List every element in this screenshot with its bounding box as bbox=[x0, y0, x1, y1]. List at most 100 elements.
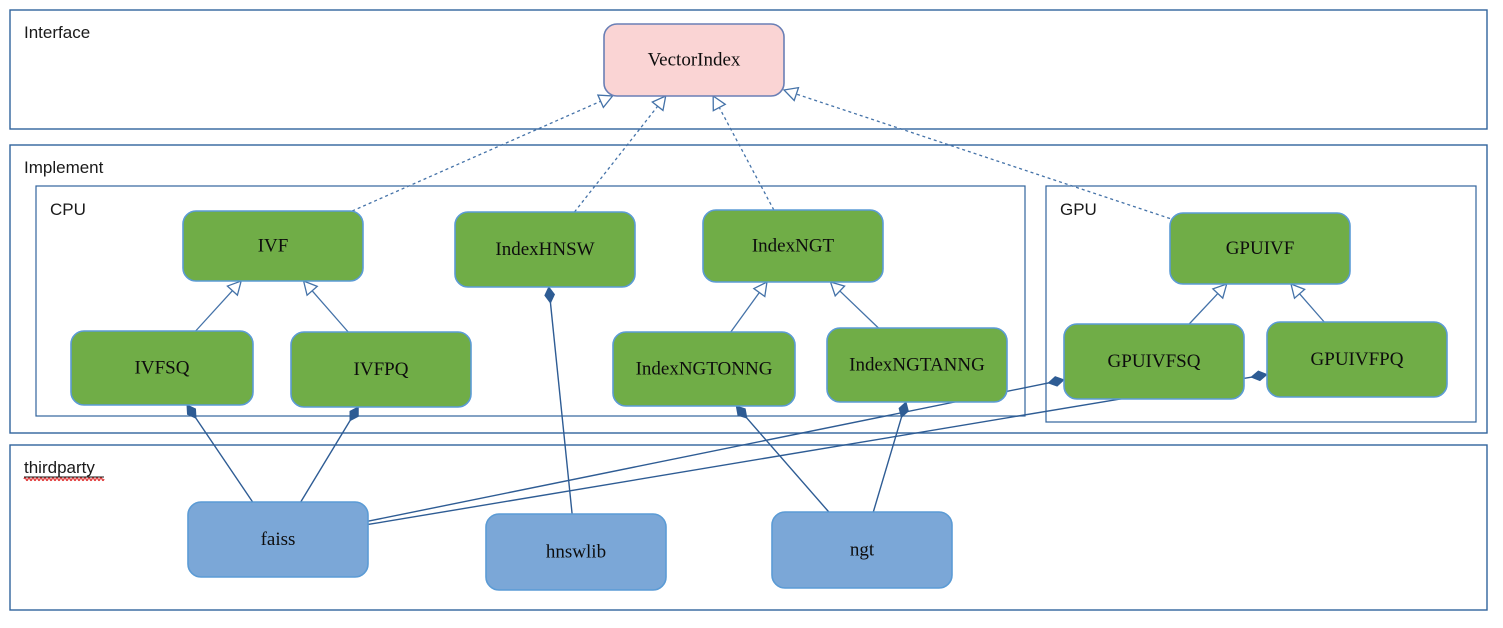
node-box-ivfpq[interactable] bbox=[290, 331, 472, 408]
node-box-gpuivf[interactable] bbox=[1169, 212, 1351, 285]
edge-line bbox=[573, 105, 659, 213]
hollow-triangle-arrowhead-icon bbox=[651, 94, 667, 112]
edge-ivf-to-vectorindex bbox=[351, 94, 614, 212]
node-ivfsq[interactable]: IVFSQ bbox=[70, 330, 254, 406]
edge-ivfsq-to-ivf bbox=[195, 279, 243, 332]
subgroup-frame-gpu bbox=[1045, 185, 1477, 423]
node-indexngtanng[interactable]: IndexNGTANNG bbox=[826, 327, 1008, 403]
node-label-indexngt: IndexNGT bbox=[752, 235, 835, 256]
edge-line bbox=[194, 417, 254, 503]
filled-diamond-arrowhead-icon bbox=[544, 286, 556, 304]
hollow-triangle-arrowhead-icon bbox=[596, 94, 614, 109]
node-faiss[interactable]: faiss bbox=[187, 501, 369, 578]
subgroup-label-gpu: GPU bbox=[1060, 200, 1097, 219]
edge-faiss-to-ivfsq bbox=[186, 404, 254, 503]
filled-diamond-arrowhead-icon bbox=[735, 405, 748, 419]
node-box-ngt[interactable] bbox=[771, 511, 953, 589]
edge-indexngt-to-vectorindex bbox=[712, 94, 775, 211]
edge-gpuivfsq-to-gpuivf bbox=[1188, 282, 1228, 325]
node-box-indexngtonng[interactable] bbox=[612, 331, 796, 407]
edge-ivfpq-to-ivf bbox=[302, 279, 349, 333]
edge-faiss-to-ivfpq bbox=[300, 406, 359, 503]
edge-line bbox=[730, 291, 761, 333]
node-gpuivf[interactable]: GPUIVF bbox=[1169, 212, 1351, 285]
node-box-hnswlib[interactable] bbox=[485, 513, 667, 591]
node-label-hnswlib: hnswlib bbox=[546, 541, 606, 562]
group-label-implement: Implement bbox=[24, 158, 104, 177]
node-box-indexngtanng[interactable] bbox=[826, 327, 1008, 403]
filled-diamond-arrowhead-icon bbox=[1250, 370, 1268, 382]
node-indexngtonng[interactable]: IndexNGTONNG bbox=[612, 331, 796, 407]
edge-line bbox=[300, 419, 351, 503]
node-indexngt[interactable]: IndexNGT bbox=[702, 209, 884, 283]
hollow-triangle-arrowhead-icon bbox=[1211, 282, 1228, 300]
node-label-ivfsq: IVFSQ bbox=[135, 357, 190, 378]
edge-indexhnsw-to-vectorindex bbox=[573, 94, 667, 213]
hollow-triangle-arrowhead-icon bbox=[712, 94, 727, 112]
node-indexhnsw[interactable]: IndexHNSW bbox=[454, 211, 636, 288]
edge-gpuivf-to-vectorindex bbox=[782, 86, 1171, 220]
node-gpuivfsq[interactable]: GPUIVFSQ bbox=[1063, 323, 1245, 400]
subgroup-cpu: CPU bbox=[35, 185, 1026, 417]
node-label-gpuivfsq: GPUIVFSQ bbox=[1108, 351, 1201, 372]
node-label-indexngtanng: IndexNGTANNG bbox=[849, 354, 985, 375]
node-ivfpq[interactable]: IVFPQ bbox=[290, 331, 472, 408]
hollow-triangle-arrowhead-icon bbox=[782, 86, 800, 102]
subgroup-frames-layer: CPU GPU bbox=[35, 185, 1477, 423]
edge-line bbox=[367, 376, 1253, 526]
edge-ngt-to-indexngtonng bbox=[735, 405, 830, 513]
node-label-ivf: IVF bbox=[258, 235, 289, 256]
node-vectorindex[interactable]: VectorIndex bbox=[603, 23, 785, 97]
hollow-triangle-arrowhead-icon bbox=[752, 280, 768, 298]
edge-line bbox=[311, 289, 349, 333]
edge-line bbox=[195, 289, 234, 332]
node-box-ivf[interactable] bbox=[182, 210, 364, 282]
node-box-indexngt[interactable] bbox=[702, 209, 884, 283]
filled-diamond-arrowhead-icon bbox=[898, 401, 909, 419]
filled-diamond-arrowhead-icon bbox=[1047, 376, 1065, 387]
filled-diamond-arrowhead-icon bbox=[186, 404, 197, 420]
hollow-triangle-arrowhead-icon bbox=[1290, 282, 1306, 300]
subgroup-gpu: GPU bbox=[1045, 185, 1477, 423]
subgroup-label-cpu: CPU bbox=[50, 200, 86, 219]
group-label-interface: Interface bbox=[24, 23, 90, 42]
spellcheck-underline-thirdparty bbox=[23, 476, 105, 482]
node-label-indexhnsw: IndexHNSW bbox=[495, 239, 594, 260]
node-box-ivfsq[interactable] bbox=[70, 330, 254, 406]
edge-line bbox=[549, 302, 573, 515]
node-gpuivfpq[interactable]: GPUIVFPQ bbox=[1266, 321, 1448, 398]
edge-line bbox=[718, 106, 775, 211]
node-box-indexhnsw[interactable] bbox=[454, 211, 636, 288]
edge-line bbox=[745, 416, 830, 513]
node-label-gpuivf: GPUIVF bbox=[1226, 238, 1295, 259]
node-label-ivfpq: IVFPQ bbox=[354, 359, 409, 380]
edge-indexngtanng-to-indexngt bbox=[829, 281, 879, 329]
hollow-triangle-arrowhead-icon bbox=[829, 281, 846, 298]
node-ivf[interactable]: IVF bbox=[182, 210, 364, 282]
edge-faiss-to-gpuivfpq bbox=[367, 370, 1268, 526]
edge-indexngtonng-to-indexngt bbox=[730, 280, 768, 333]
node-ngt[interactable]: ngt bbox=[771, 511, 953, 589]
edge-line bbox=[872, 416, 903, 513]
hollow-triangle-arrowhead-icon bbox=[226, 279, 243, 297]
edge-line bbox=[367, 382, 1050, 522]
node-box-gpuivfpq[interactable] bbox=[1266, 321, 1448, 398]
node-label-vectorindex: VectorIndex bbox=[648, 49, 741, 70]
node-box-gpuivfsq[interactable] bbox=[1063, 323, 1245, 400]
edge-faiss-to-gpuivfsq bbox=[367, 376, 1065, 522]
edge-line bbox=[1298, 292, 1325, 323]
edge-line bbox=[1188, 292, 1219, 325]
node-label-gpuivfpq: GPUIVFPQ bbox=[1311, 349, 1404, 370]
edge-line bbox=[838, 290, 879, 329]
node-label-indexngtonng: IndexNGTONNG bbox=[636, 358, 773, 379]
edges-layer bbox=[186, 86, 1325, 526]
node-hnswlib[interactable]: hnswlib bbox=[485, 513, 667, 591]
group-label-thirdparty: thirdparty bbox=[24, 458, 95, 477]
node-label-faiss: faiss bbox=[261, 529, 296, 550]
edge-hnswlib-to-indexhnsw bbox=[544, 286, 573, 515]
node-box-vectorindex[interactable] bbox=[603, 23, 785, 97]
node-box-faiss[interactable] bbox=[187, 501, 369, 578]
